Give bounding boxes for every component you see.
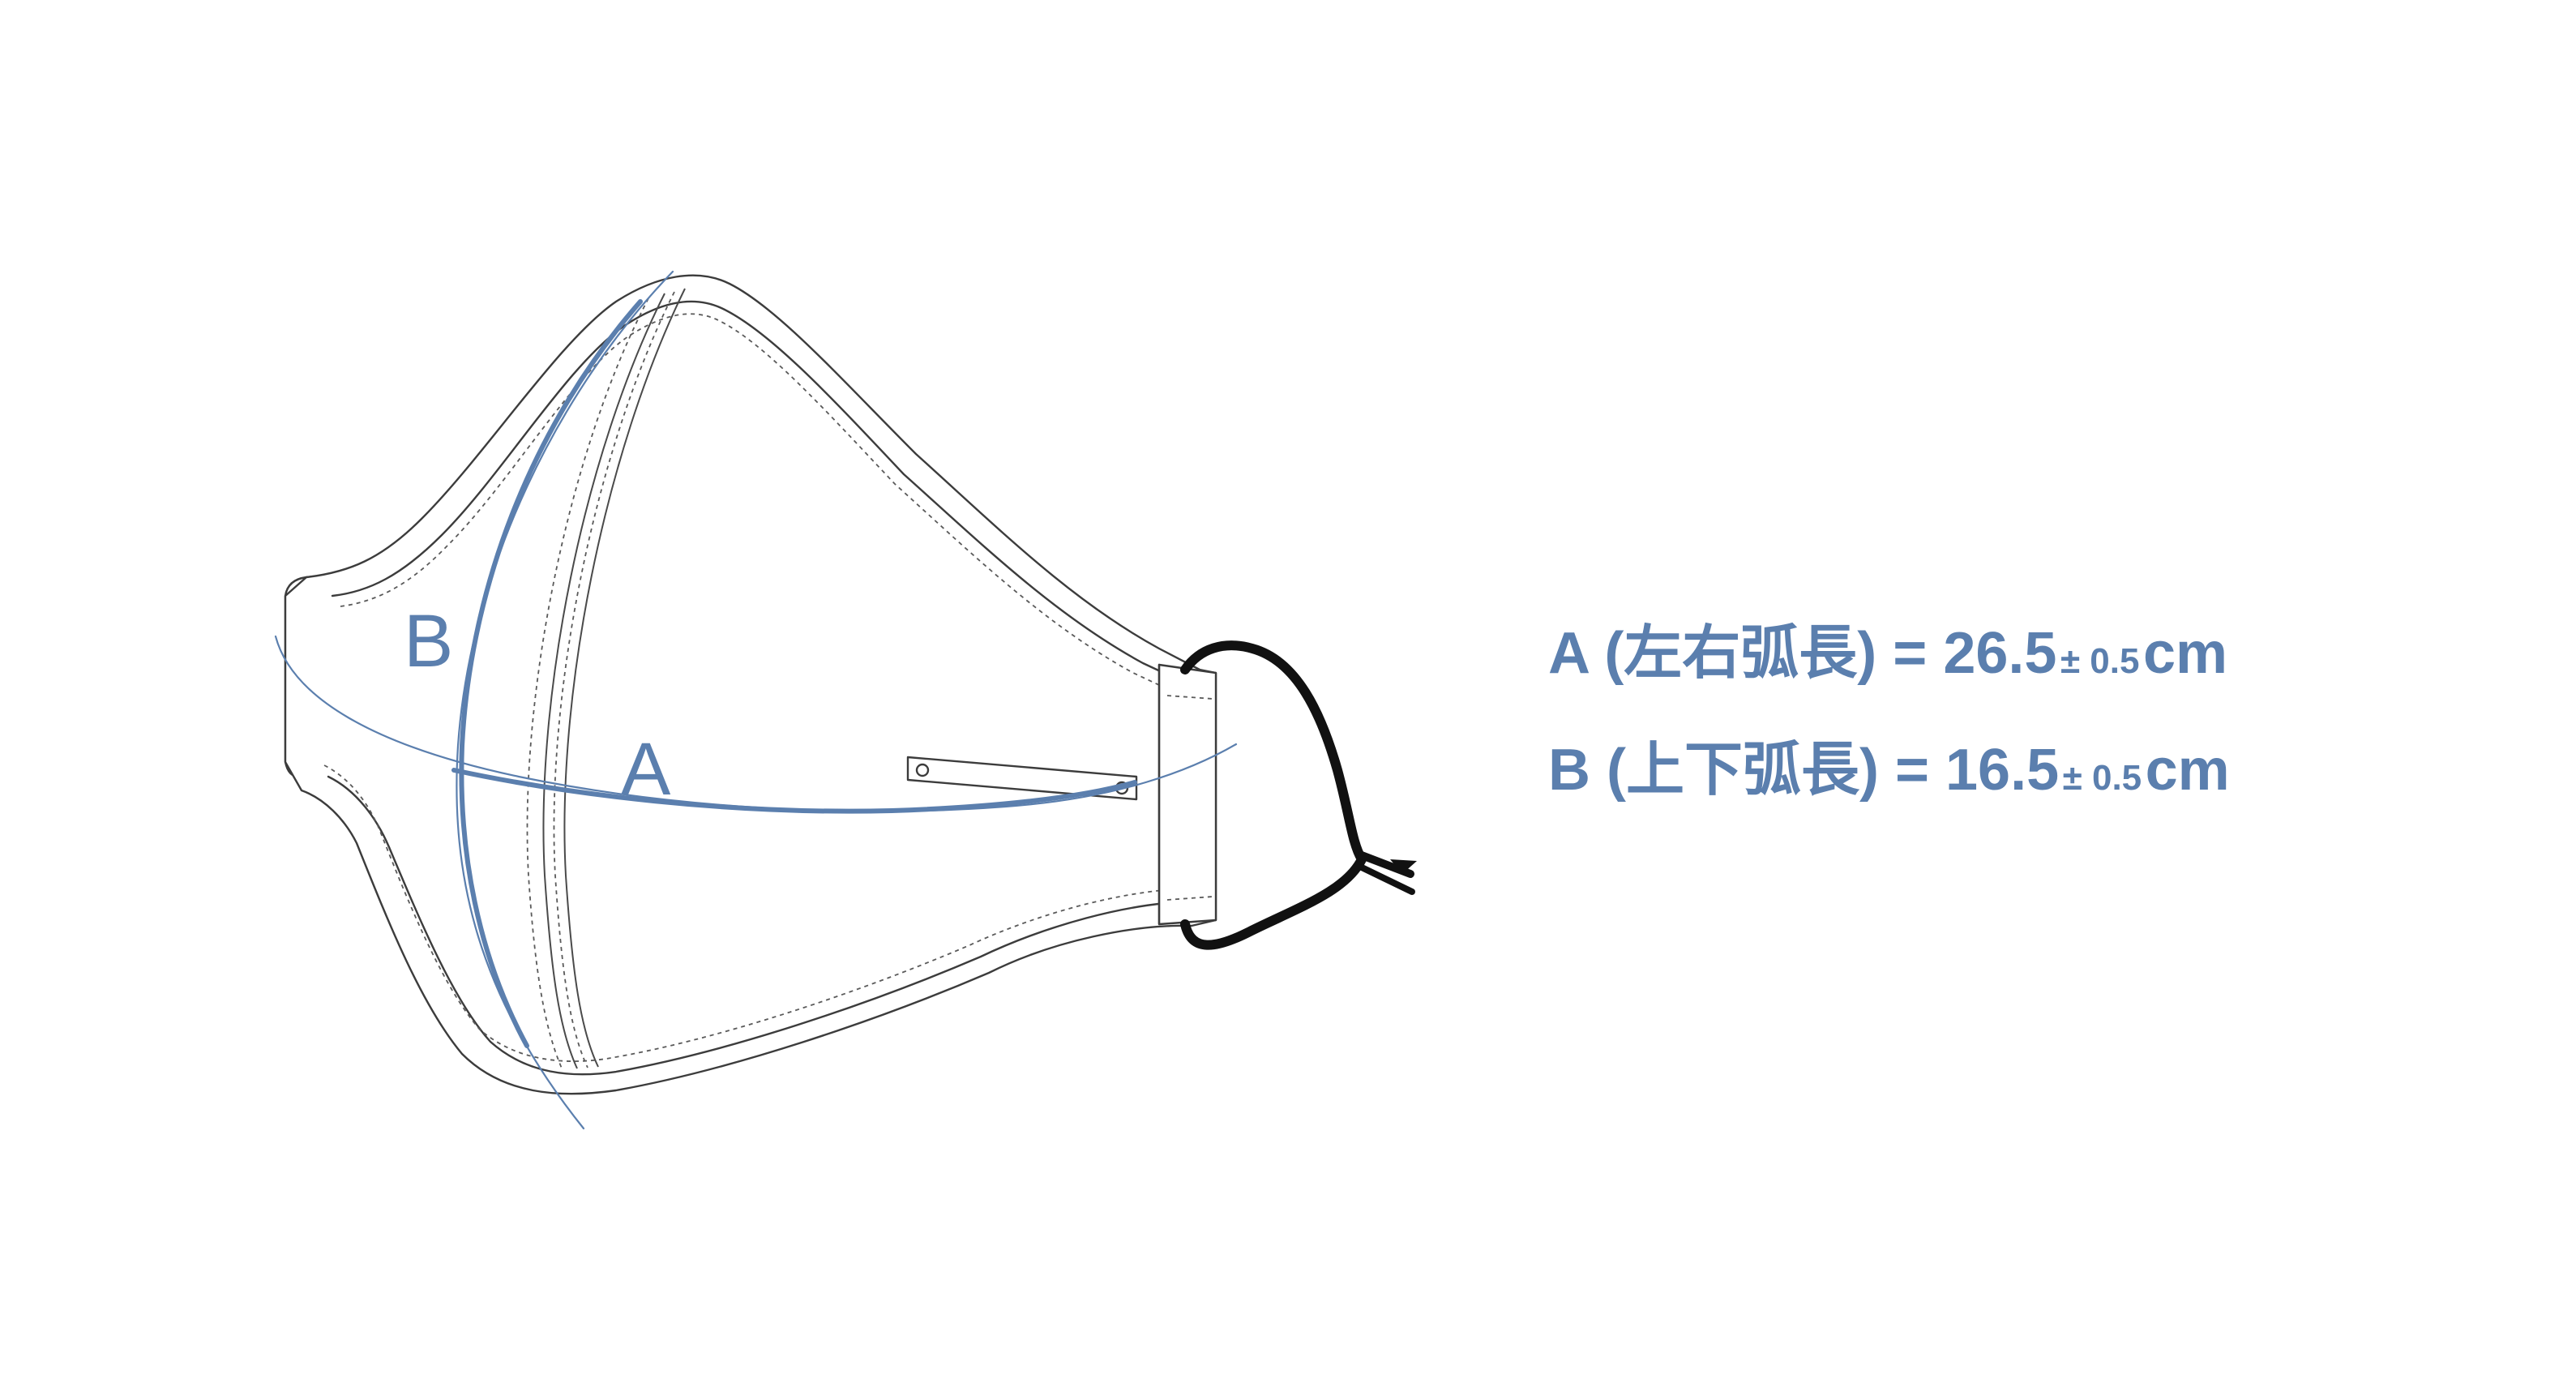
center-seam [526, 288, 686, 1071]
arc-a-measurement [274, 635, 1238, 814]
nose-wire-pocket [906, 756, 1138, 801]
arc-a-letter: A [621, 728, 671, 811]
spec-line-a: A (左右弧長) = 26.5 ± 0.5 cm [1548, 624, 2227, 683]
mask-binding-inner [331, 300, 1193, 687]
arc-b-measurement [456, 270, 674, 1130]
mask-binding-lower [327, 775, 1193, 1076]
mask-body [284, 274, 1217, 1095]
spec-b-unit: cm [2145, 738, 2230, 803]
spec-a-tolerance: ± 0.5 [2060, 641, 2140, 681]
spec-line-b: B (上下弧長) = 16.5 ± 0.5 cm [1548, 741, 2230, 799]
mask-outer-outline [284, 274, 1217, 1095]
spec-a-unit: cm [2142, 621, 2227, 686]
spec-a-value: A (左右弧長) = 26.5 [1548, 621, 2057, 686]
arc-b-letter: B [404, 600, 453, 683]
right-ear-panel [1157, 663, 1217, 926]
ear-loop-strap [1180, 640, 1417, 950]
spec-b-value: B (上下弧長) = 16.5 [1548, 738, 2060, 803]
spec-b-tolerance: ± 0.5 [2062, 758, 2142, 798]
